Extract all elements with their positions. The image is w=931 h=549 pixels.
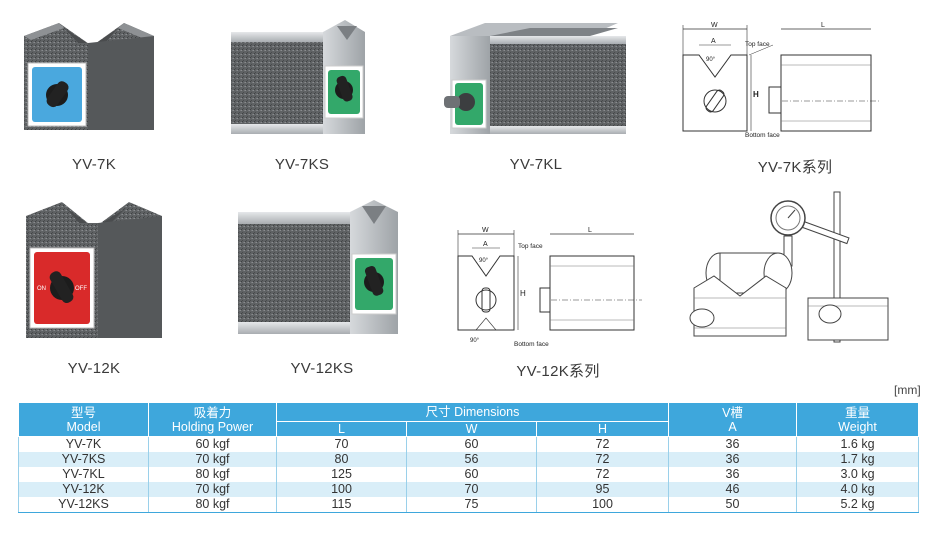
caption-yv-12k: YV-12K [67,360,121,377]
dial-indicator-setup-sketch [689,191,889,343]
dim-label-l-2: L [588,227,592,234]
caption-yv-7ks: YV-7KS [274,156,330,173]
caption-yv-7kl: YV-7KL [509,156,563,173]
cell-power: 60 kgf [148,436,277,452]
product-image-yv-7ks [231,20,365,134]
label-top-face: Top face [745,41,770,48]
caption-yv-12ks: YV-12KS [290,360,354,377]
cell-l: 115 [276,497,407,513]
cell-l: 80 [276,452,407,467]
cell-l: 100 [276,482,407,497]
cell-power: 70 kgf [148,452,277,467]
cell-a: 36 [668,452,797,467]
dim-label-a-2: A [483,241,488,248]
dim-label-w-2: W [482,227,489,234]
cell-weight: 1.7 kg [796,452,919,467]
dim-label-angle: 90° [706,57,716,63]
table-row: YV-7K 60 kgf 70 60 72 36 1.6 kg [18,436,919,452]
cell-model: YV-7K [18,436,149,452]
product-image-yv-12k: ON OFF [26,202,162,338]
dim-label-angle-2: 90° [479,258,489,264]
header-h: H [536,421,669,437]
cell-w: 60 [406,467,537,482]
dim-label-a: A [711,38,716,45]
cell-w: 56 [406,452,537,467]
cell-h: 100 [536,497,669,513]
label-bottom-face: Bottom face [745,132,780,139]
cell-weight: 4.0 kg [796,482,919,497]
cell-h: 72 [536,467,669,482]
cell-weight: 1.6 kg [796,436,919,452]
cell-l: 125 [276,467,407,482]
drawing-yv-7k-series: W A 90° Top face H Bottom face L [682,22,879,139]
header-l: L [276,421,407,437]
table-row: YV-12K 70 kgf 100 70 95 46 4.0 kg [18,482,919,497]
dial-label-on: ON [37,286,46,292]
cell-w: 60 [406,436,537,452]
cell-h: 72 [536,452,669,467]
label-bottom-face-2: Bottom face [514,341,549,348]
cell-a: 46 [668,482,797,497]
cell-w: 75 [406,497,537,513]
cell-weight: 5.2 kg [796,497,919,513]
unit-label: [mm] [894,383,921,397]
drawing-yv-12k-series: W A 90° 90° Top face H Bottom face L [457,227,642,348]
cell-model: YV-7KL [18,467,149,482]
caption-yv-12k-series: YV-12K系列 [516,363,600,380]
dim-label-h: H [753,90,759,99]
caption-yv-7k-series: YV-7K系列 [757,159,833,176]
cell-model: YV-12KS [18,497,149,513]
header-dimensions: 尺寸 Dimensions [276,402,669,422]
product-image-yv-7k [24,23,154,130]
dim-label-l: L [821,22,825,29]
cell-l: 70 [276,436,407,452]
cell-power: 80 kgf [148,497,277,513]
table-row: YV-7KL 80 kgf 125 60 72 36 3.0 kg [18,467,919,482]
cell-a: 50 [668,497,797,513]
cell-model: YV-12K [18,482,149,497]
cell-power: 70 kgf [148,482,277,497]
table-row: YV-7KS 70 kgf 80 56 72 36 1.7 kg [18,452,919,467]
cell-h: 95 [536,482,669,497]
cell-a: 36 [668,436,797,452]
caption-yv-7k: YV-7K [71,156,117,173]
cell-model: YV-7KS [18,452,149,467]
cell-h: 72 [536,436,669,452]
header-w: W [406,421,537,437]
cell-power: 80 kgf [148,467,277,482]
product-image-yv-7kl [444,23,626,134]
dial-label-off: OFF [75,286,87,292]
dim-label-w: W [711,22,718,29]
cell-w: 70 [406,482,537,497]
cell-a: 36 [668,467,797,482]
label-top-face-2: Top face [518,243,543,250]
dim-label-h-2: H [520,289,526,298]
product-image-yv-12ks [238,200,398,334]
dim-label-angle-3: 90° [470,338,480,344]
table-row: YV-12KS 80 kgf 115 75 100 50 5.2 kg [18,497,919,513]
cell-weight: 3.0 kg [796,467,919,482]
